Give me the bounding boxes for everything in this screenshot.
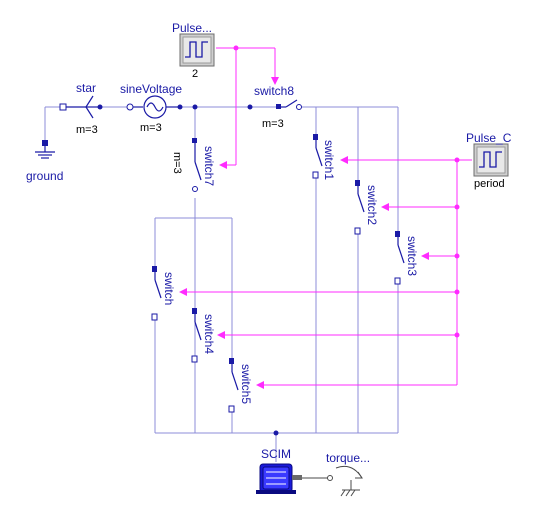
pulse-c-label: Pulse_C	[466, 131, 512, 145]
switch-label: switch	[162, 272, 176, 305]
switch7-param: m=3	[171, 152, 183, 174]
star-component[interactable]: star m=3	[59, 81, 100, 136]
scim-motor-component[interactable]: SCIM	[256, 447, 302, 494]
electrical-wires	[44, 106, 399, 462]
ground-component[interactable]: ground	[26, 140, 63, 183]
signal-wires	[179, 45, 472, 389]
torque-label: torque...	[326, 451, 370, 465]
pulse-label: Pulse...	[172, 21, 212, 35]
switch2-label: switch2	[365, 185, 379, 225]
switch8-component[interactable]: switch8 m=3	[254, 84, 302, 130]
sine-voltage-label: sineVoltage	[120, 82, 182, 96]
switch4-component[interactable]: switch4	[191, 308, 216, 363]
pulse-param: 2	[192, 68, 198, 80]
scim-label: SCIM	[261, 447, 291, 461]
switch8-param: m=3	[262, 118, 284, 130]
pulse-c-param: period	[474, 178, 505, 190]
pulse-component[interactable]: Pulse... 2	[172, 21, 215, 80]
switch2-component[interactable]: switch2	[354, 180, 379, 235]
switch1-label: switch1	[322, 140, 336, 180]
switch3-label: switch3	[405, 236, 419, 276]
switch7-component[interactable]: switch7 m=3	[171, 138, 216, 192]
switch-component[interactable]: switch	[151, 266, 176, 321]
star-param: m=3	[76, 124, 98, 136]
switch8-label: switch8	[254, 84, 294, 98]
torque-component[interactable]: torque...	[302, 451, 370, 497]
switch7-label: switch7	[202, 146, 216, 186]
pulse-c-component[interactable]: Pulse_C period	[466, 131, 512, 190]
ground-label: ground	[26, 169, 63, 183]
switch5-label: switch5	[239, 364, 253, 404]
switch4-label: switch4	[202, 314, 216, 354]
switch5-component[interactable]: switch5	[228, 358, 253, 413]
sine-voltage-param: m=3	[140, 122, 162, 134]
switch1-component[interactable]: switch1	[312, 134, 336, 180]
star-label: star	[76, 81, 96, 95]
switch3-component[interactable]: switch3	[394, 231, 419, 285]
sine-voltage-component[interactable]: sineVoltage m=3	[120, 82, 182, 134]
